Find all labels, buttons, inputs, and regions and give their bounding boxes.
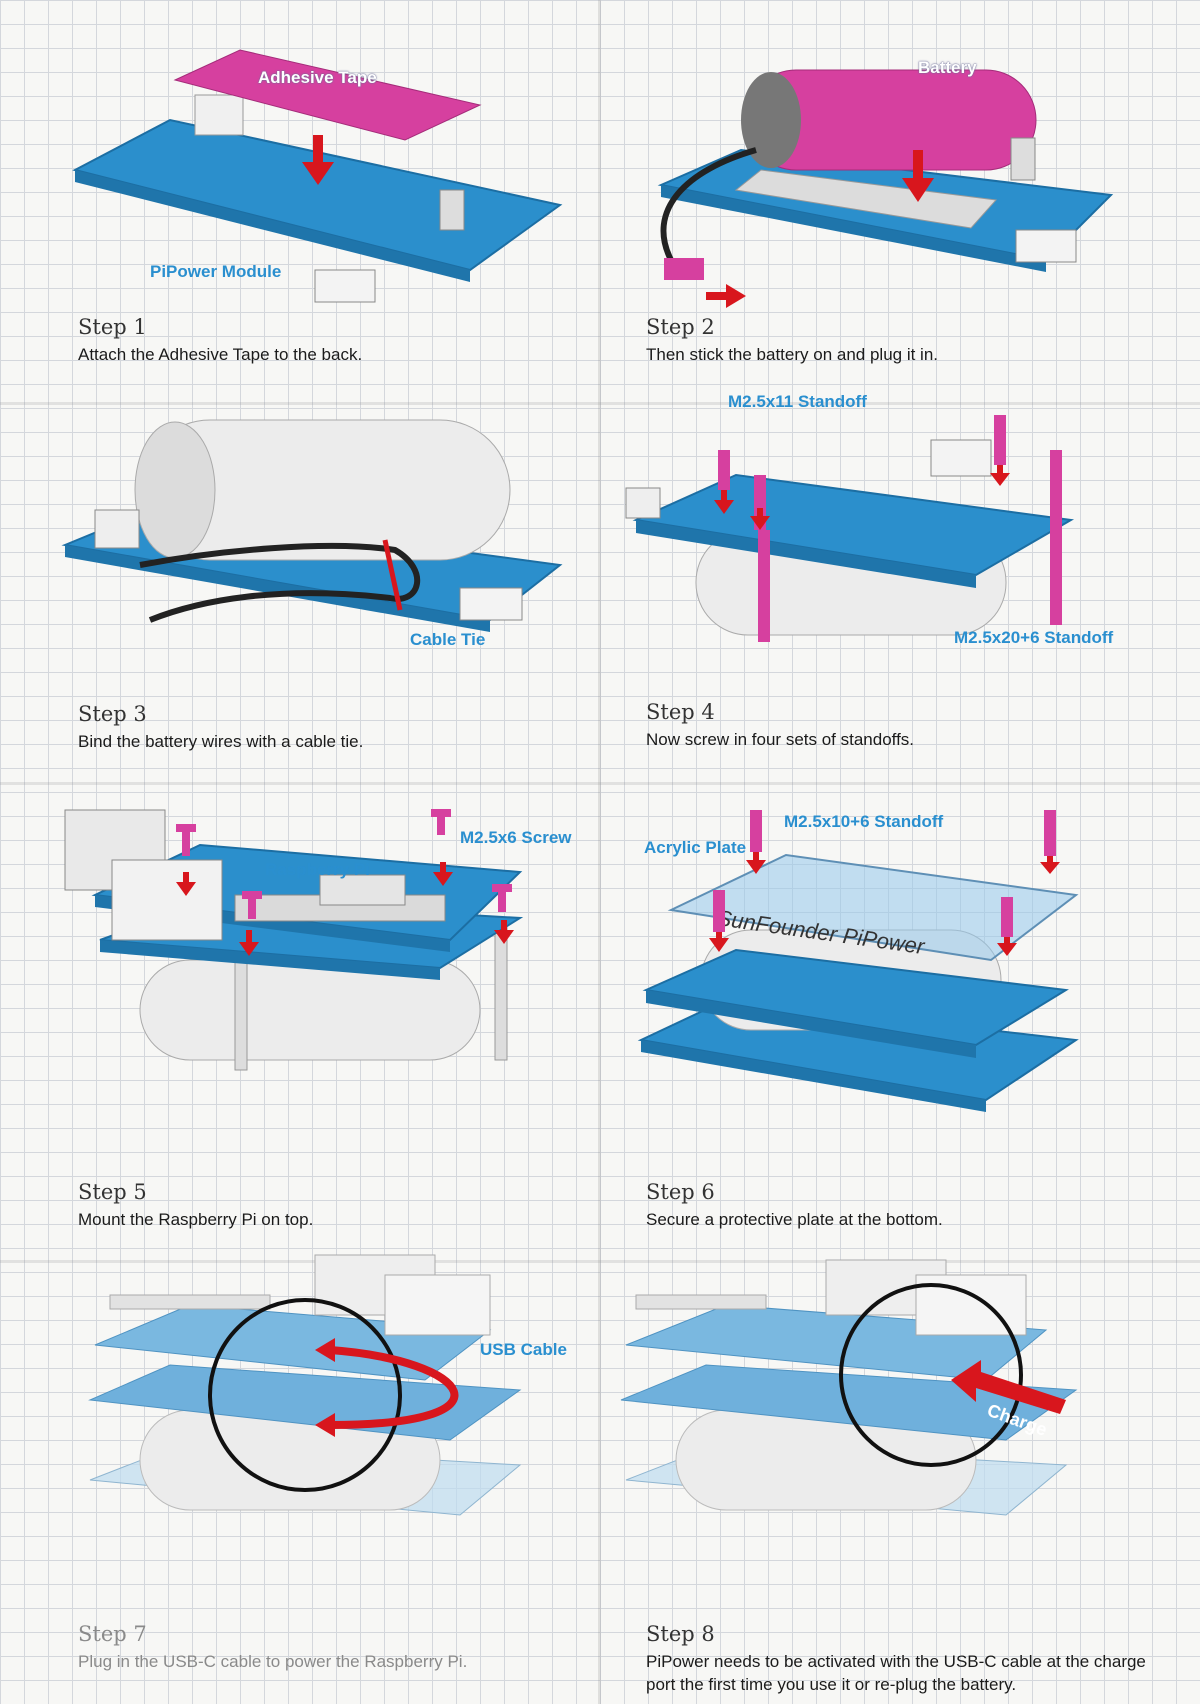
highlight-circle [839, 1283, 1023, 1467]
step-2-illustration [657, 69, 1114, 308]
step-description: Now screw in four sets of standoffs. [646, 730, 915, 749]
down-arrow-icon [302, 135, 334, 185]
callout-m25x20-6-standoff: M2.5x20+6 Standoff [954, 628, 1114, 647]
charge-arrow-icon [951, 1360, 1066, 1414]
step-4-illustration [625, 415, 1075, 642]
step-7-panel: USB Cable Step 7 Plug in the USB-C cable… [0, 1250, 590, 1671]
step-description: Secure a protective plate at the bottom. [646, 1210, 943, 1229]
step-title: Step 7 [78, 1622, 147, 1646]
standoff-long [758, 450, 1062, 642]
step-description: Bind the battery wires with a cable tie. [78, 732, 364, 751]
step-3-panel: Cable Tie Step 3 Bind the battery wires … [0, 400, 590, 820]
down-arrow-icon [176, 862, 514, 956]
step-4-panel: M2.5x11 Standoff M2.5x20+6 Standoff Step… [566, 392, 1156, 820]
curved-arrow-icon [315, 1338, 459, 1437]
step-title: Step 3 [78, 702, 147, 726]
step-6-panel: SunFounder PiPower Acrylic Plate M2.5x10… [566, 800, 1156, 1229]
callout-raspberry-pi: Raspberry Pi [265, 860, 370, 879]
step-title: Step 8 [646, 1622, 715, 1646]
step-5-panel: Raspberry Pi M2.5x6 Screw Step 5 Mount t… [0, 800, 590, 1229]
step-title: Step 5 [78, 1180, 147, 1204]
step-title: Step 2 [646, 315, 715, 339]
callout-pipower-module: PiPower Module [150, 262, 282, 281]
callout-usb-cable: USB Cable [480, 1340, 567, 1359]
callout-adhesive-tape: Adhesive Tape [258, 68, 377, 87]
callout-cable-tie: Cable Tie [410, 630, 486, 649]
step-6-illustration: SunFounder PiPower [637, 810, 1079, 1112]
down-arrow-icon [902, 150, 934, 202]
step-2-panel: Battery Step 2 Then stick the battery on… [566, 0, 1156, 420]
pin-header [109, 1294, 271, 1310]
step-description: Plug in the USB-C cable to power the Ras… [78, 1652, 468, 1671]
step-description: Attach the Adhesive Tape to the back. [78, 345, 363, 364]
callout-m25x11-standoff: M2.5x11 Standoff [728, 392, 867, 411]
highlight-circle [208, 1298, 402, 1492]
step-description: Then stick the battery on and plug it in… [646, 345, 939, 364]
callout-battery: Battery [918, 58, 977, 77]
fold-line-horizontal [0, 782, 1200, 785]
step-8-illustration: Charge [620, 1259, 1078, 1516]
step-7-illustration [88, 1254, 522, 1516]
step-title: Step 6 [646, 1180, 715, 1204]
step-8-panel: Charge Step 8 PiPower needs to be activa… [566, 1250, 1156, 1694]
step-title: Step 1 [78, 315, 147, 339]
step-description: PiPower needs to be activated with the U… [646, 1652, 1146, 1694]
fold-line-horizontal [0, 1260, 1200, 1263]
down-arrow-icon [714, 465, 1010, 530]
screw-icons [176, 809, 512, 919]
fold-line-horizontal [0, 402, 1200, 405]
down-arrow-icon [709, 852, 1060, 956]
fold-line-vertical [598, 0, 601, 1704]
step-1-panel: Adhesive Tape PiPower Module Step 1 Atta… [0, 0, 590, 420]
callout-m25x6-screw: M2.5x6 Screw [460, 828, 572, 847]
callout-acrylic-plate: Acrylic Plate [644, 838, 747, 857]
step-1-illustration [72, 49, 563, 303]
step-description: Mount the Raspberry Pi on top. [78, 1210, 314, 1229]
callout-m25x10-6-standoff: M2.5x10+6 Standoff [784, 812, 944, 831]
right-arrow-icon [706, 284, 746, 308]
step-title: Step 4 [646, 700, 715, 724]
step-3-illustration [61, 419, 563, 632]
step-5-illustration [64, 809, 524, 1071]
standoff-icons [713, 810, 1056, 937]
